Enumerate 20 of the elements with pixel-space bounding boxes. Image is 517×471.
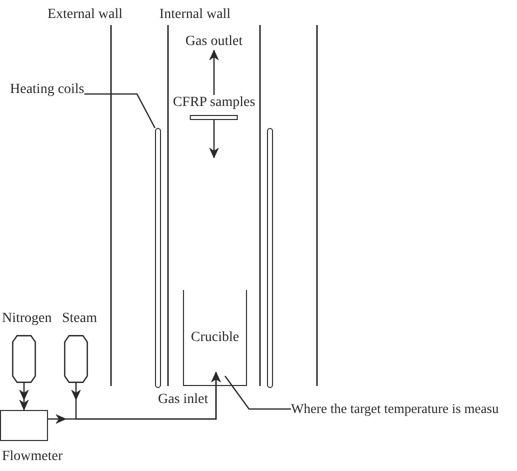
- wall-label: Internal wall: [159, 7, 231, 23]
- sample-label: CFRP samples: [172, 95, 256, 111]
- heating-coil: [155, 128, 161, 388]
- heating-coil: [267, 128, 273, 388]
- arrow: [209, 50, 219, 95]
- arrow: [71, 372, 221, 420]
- cylinder-label: Steam: [62, 311, 97, 327]
- leader-line: [84, 93, 156, 128]
- callout-label: Where the target temperature is measu: [291, 401, 499, 417]
- leader-line: [224, 376, 291, 410]
- wall-label: External wall: [47, 7, 123, 23]
- arrow: [19, 383, 29, 410]
- flowmeter-label: Flowmeter: [2, 449, 63, 465]
- flowmeter-box: [0, 410, 48, 441]
- outlet-label: Gas outlet: [185, 34, 243, 50]
- cylinder-label: Nitrogen: [2, 311, 52, 327]
- callout-label: Heating coils: [10, 82, 84, 98]
- arrow: [209, 120, 219, 158]
- crucible-label: Crucible: [190, 330, 240, 346]
- crucible: [183, 290, 247, 386]
